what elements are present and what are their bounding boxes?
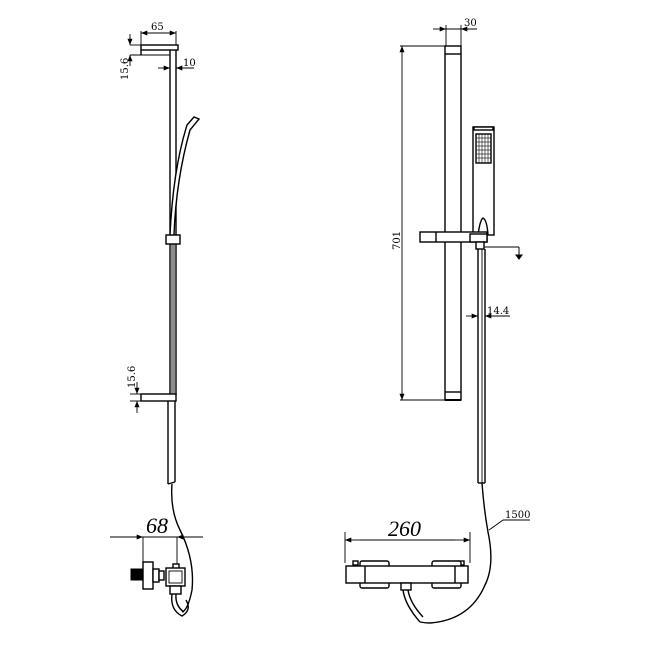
dim-rail-length: 701 bbox=[392, 45, 445, 401]
dim-valve-width: 260 bbox=[344, 516, 471, 563]
slide-rail-front bbox=[444, 45, 462, 401]
dim-label-10: 10 bbox=[183, 58, 196, 69]
dim-top-bracket-height: 15.6 bbox=[120, 34, 170, 80]
dim-label-14-4: 14.4 bbox=[487, 306, 509, 317]
dim-hose-length: 1500 bbox=[488, 510, 530, 531]
dim-top-bracket-width: 65 bbox=[140, 22, 177, 45]
dim-label-1500: 1500 bbox=[505, 510, 530, 521]
dim-label-15-6-top: 15.6 bbox=[120, 58, 131, 80]
slider-front bbox=[419, 231, 523, 260]
dim-label-260: 260 bbox=[388, 516, 421, 541]
dim-label-30: 30 bbox=[464, 18, 477, 29]
hand-shower-side bbox=[169, 116, 201, 236]
dim-label-68: 68 bbox=[146, 513, 168, 538]
dim-rail-diameter: 10 bbox=[158, 58, 196, 71]
top-bracket bbox=[140, 44, 179, 55]
dim-rail-width: 30 bbox=[433, 18, 477, 47]
dim-label-65: 65 bbox=[151, 22, 164, 33]
dim-valve-projection: 68 bbox=[110, 513, 203, 565]
thermostatic-valve-front bbox=[345, 560, 469, 623]
hose-front bbox=[419, 249, 492, 624]
dim-bottom-bracket-height: 15.6 bbox=[127, 366, 141, 413]
side-elevation-view: 65 15.6 10 bbox=[110, 22, 203, 617]
front-elevation-view: 30 701 bbox=[344, 18, 530, 624]
bottom-bracket bbox=[140, 393, 177, 402]
slider-side bbox=[165, 234, 181, 245]
thermostatic-valve-side bbox=[130, 561, 189, 617]
dim-label-701: 701 bbox=[392, 231, 403, 250]
dim-hose-diameter: 14.4 bbox=[466, 306, 510, 319]
hand-shower-front bbox=[472, 126, 495, 236]
dim-label-15-6-bottom: 15.6 bbox=[127, 366, 138, 388]
